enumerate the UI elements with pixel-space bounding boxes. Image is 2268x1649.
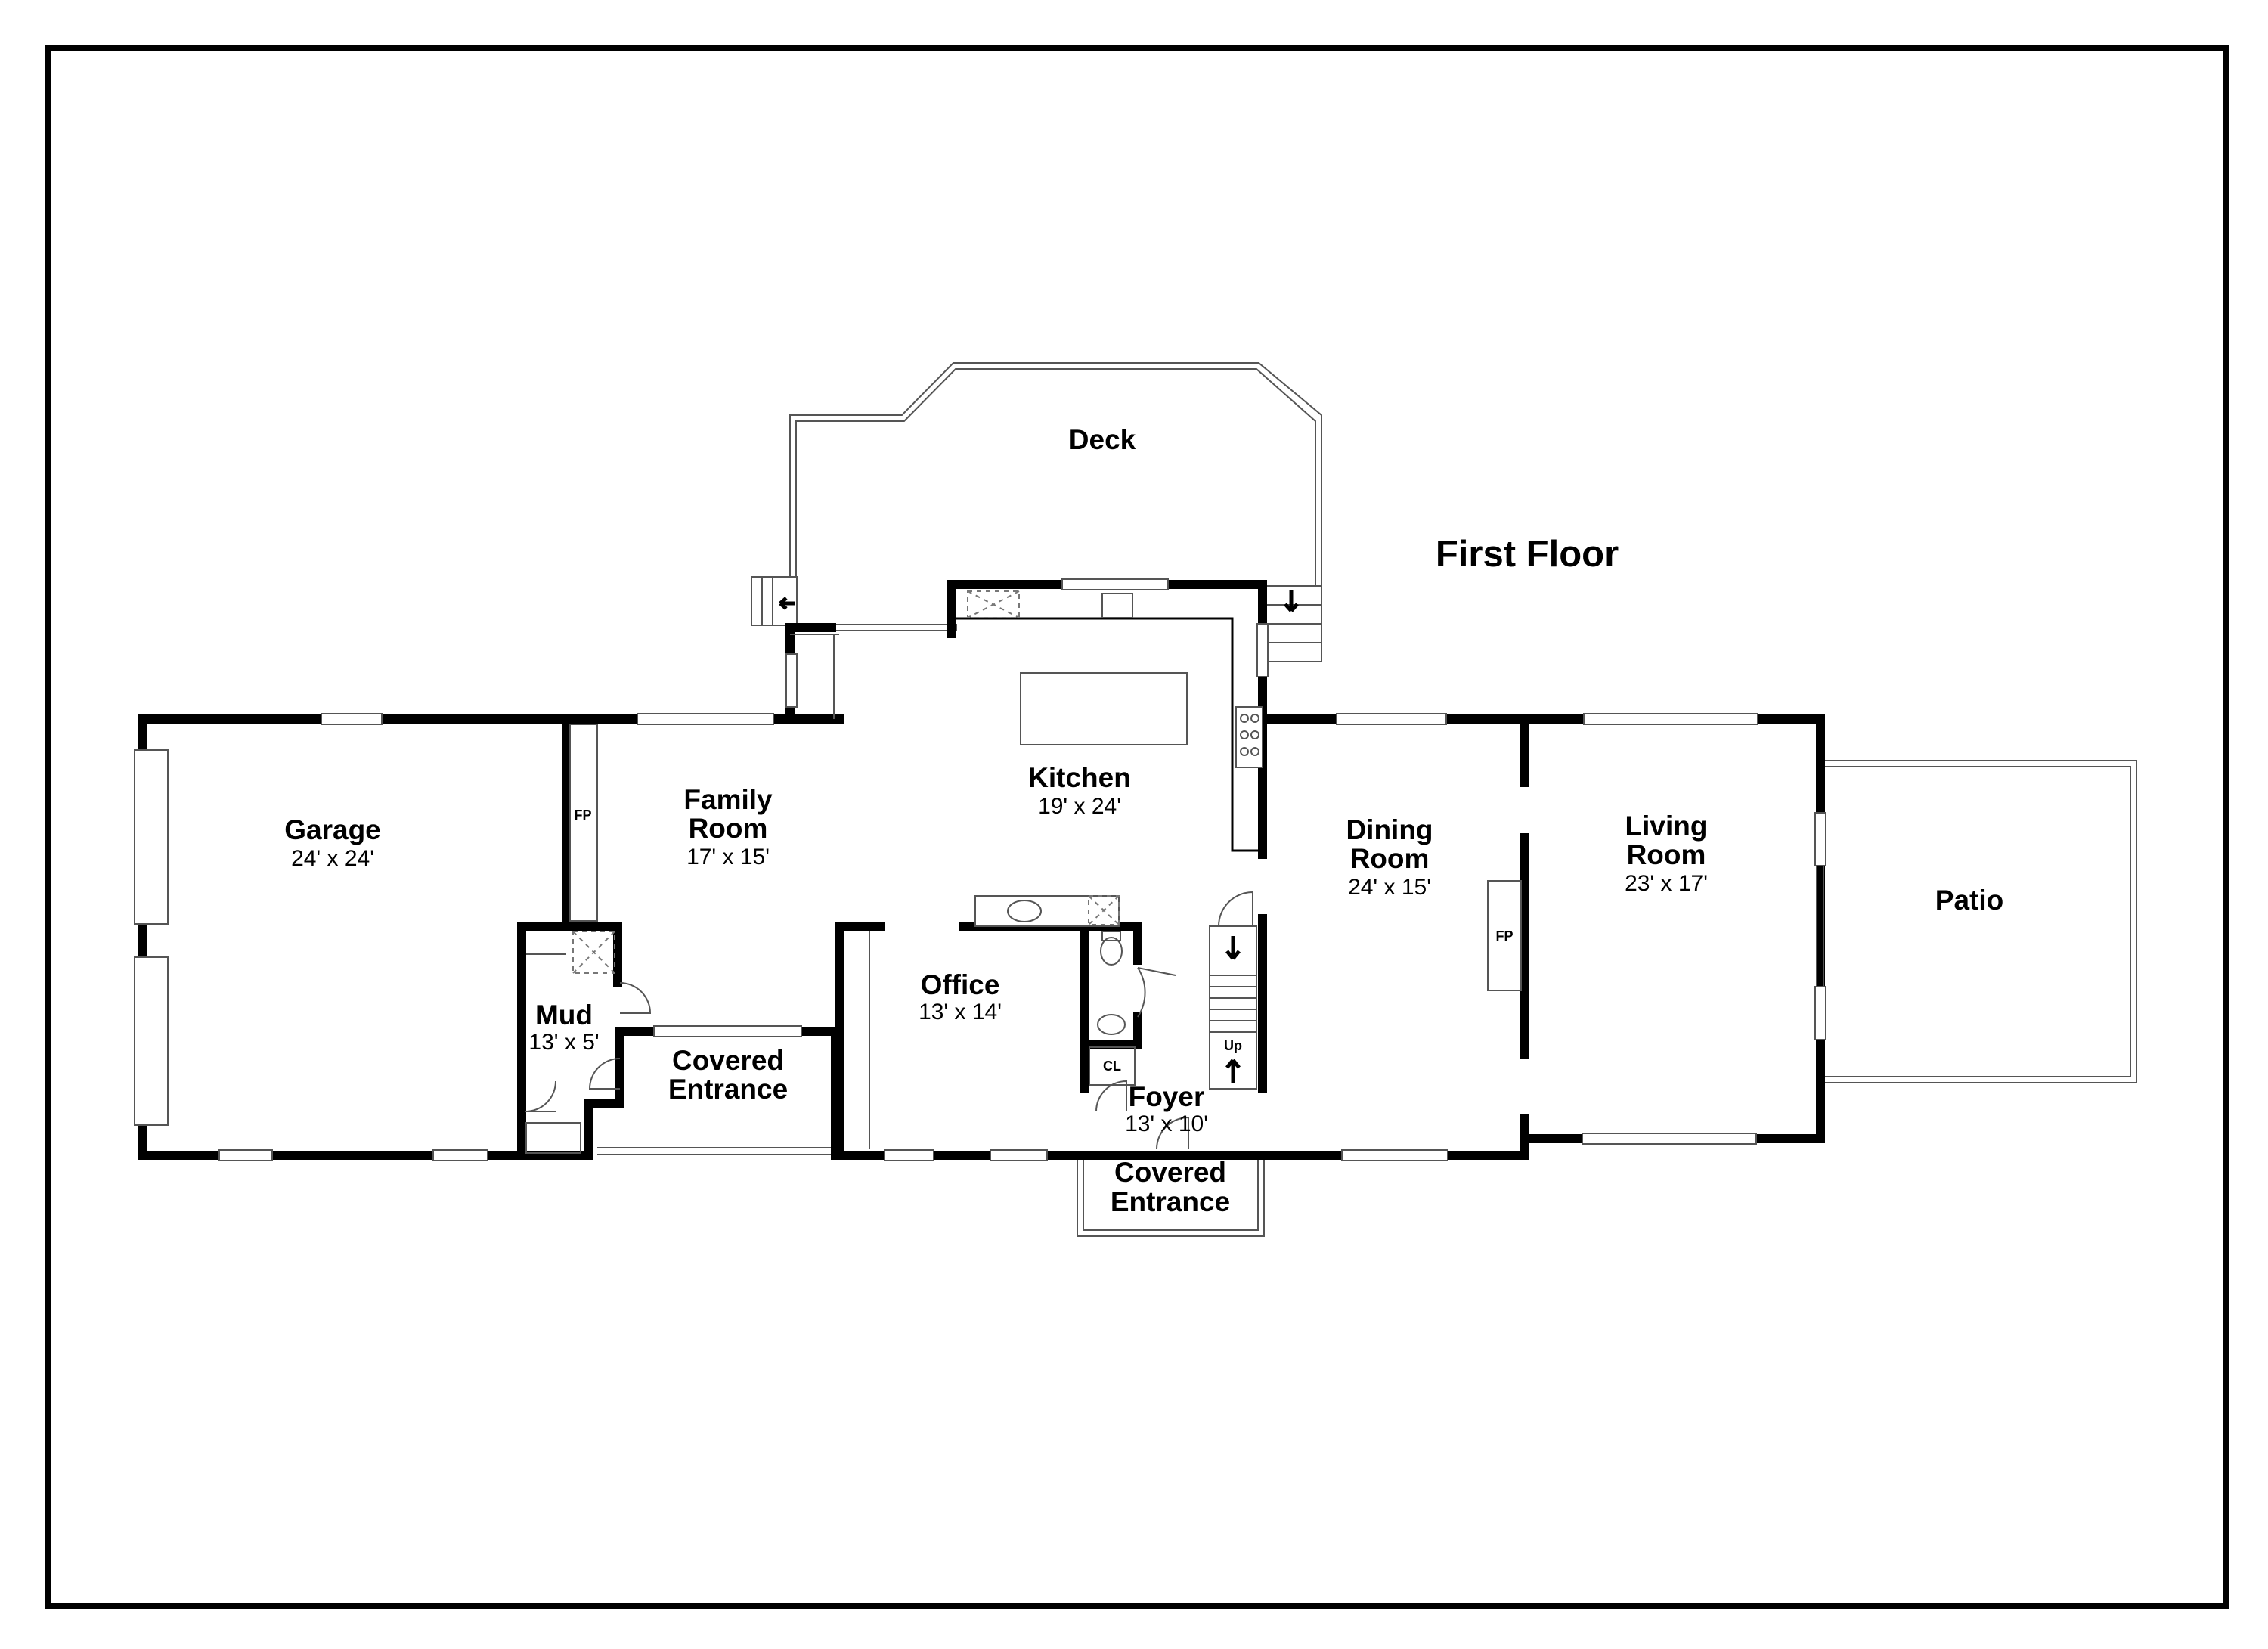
door-swings [525, 982, 1189, 1150]
covered-entrance-west-label-1: Covered [672, 1045, 784, 1076]
dining-room-label-1: Dining [1346, 814, 1433, 845]
family-room-size: 17' x 15' [686, 845, 770, 869]
living-room-size: 23' x 17' [1625, 871, 1708, 896]
covered-entrance-west-label-2: Entrance [668, 1074, 788, 1105]
interior-walls [517, 714, 1529, 1160]
front-entrance-pad [1077, 1157, 1265, 1237]
family-room-label-2: Room [689, 813, 768, 844]
family-room-label-1: Family [683, 784, 773, 815]
dining-fireplace [1487, 880, 1522, 991]
stairs-up-label: Up [1224, 1038, 1242, 1053]
living-room-label-1: Living [1625, 811, 1708, 842]
foyer-size: 13' x 10' [1125, 1111, 1208, 1136]
mud-size: 13' x 5' [528, 1030, 599, 1055]
closet-label: CL [1103, 1059, 1121, 1074]
dining-room-size: 24' x 15' [1348, 875, 1431, 900]
dining-room-label-2: Room [1350, 843, 1430, 874]
family-fireplace [569, 724, 598, 922]
stairs [1209, 891, 1257, 1090]
office-size: 13' x 14' [919, 1000, 1002, 1024]
floor-title: First Floor [1436, 534, 1619, 575]
arrow-left-icon [779, 597, 795, 610]
deck-label: Deck [1069, 424, 1136, 455]
covered-entrance-front-label-2: Entrance [1111, 1186, 1230, 1217]
garage-doors [134, 749, 169, 1126]
kitchen-size: 19' x 24' [1038, 794, 1121, 819]
windows [218, 578, 1826, 1161]
mud-fixtures [525, 931, 615, 1154]
covered-entrance-front-label-1: Covered [1114, 1157, 1226, 1188]
fireplace-family-label: FP [574, 807, 591, 823]
garage-label: Garage [284, 814, 381, 845]
mud-label: Mud [535, 1000, 593, 1031]
kitchen-label: Kitchen [1028, 762, 1131, 793]
patio-outline [1822, 760, 2137, 1083]
fireplace-dining-label: FP [1495, 928, 1513, 944]
page-frame [45, 45, 2229, 1609]
kitchen-counters [956, 590, 1263, 852]
foyer-label: Foyer [1129, 1081, 1205, 1112]
vanity-counter [974, 895, 1120, 927]
exterior-walls [138, 580, 1825, 1160]
stair-up-arrow-icon [1225, 1059, 1241, 1083]
patio-label: Patio [1935, 885, 2003, 916]
stair-down-arrow-icon [1225, 936, 1241, 960]
garage-size: 24' x 24' [291, 846, 374, 871]
office-label: Office [921, 969, 1000, 1000]
arrow-down-icon [1284, 590, 1299, 612]
living-room-label-2: Room [1627, 839, 1706, 870]
deck-outline [751, 362, 1322, 662]
